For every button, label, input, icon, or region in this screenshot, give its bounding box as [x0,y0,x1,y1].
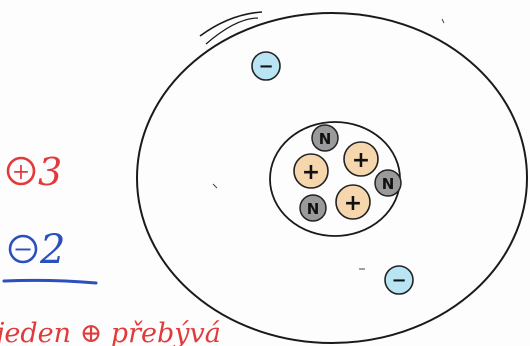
electron: − [385,266,413,294]
electron-shell [137,12,527,343]
nucleus: N N N + + + [270,122,401,236]
electron-underline [4,280,96,283]
pencil-mark [213,184,217,188]
proton-symbol-sign: + [12,160,30,185]
legend-protons: + 3 [8,150,62,194]
electron-count: 2 [39,227,65,273]
proton: + [336,185,370,219]
electron: − [252,52,280,80]
pencil-mark [442,19,444,23]
electron-label: − [391,270,406,291]
neutron-label: N [382,175,395,193]
proton-label: + [352,148,370,173]
neutron: N [375,170,401,196]
neutron: N [300,195,326,221]
proton-label: + [302,160,320,185]
shell-overstroke-2 [206,18,258,44]
proton: + [344,142,378,176]
neutron-label: N [307,200,320,218]
electron-symbol-sign: − [13,235,33,263]
neutron-label: N [319,130,332,148]
neutron: N [312,125,338,151]
proton: + [294,154,328,188]
electron-label: − [258,56,273,77]
legend-electrons: − 2 [4,227,96,283]
electron-shell-outline [137,13,527,343]
shell-overstroke [200,12,262,36]
proton-count: 3 [38,150,62,194]
excess-proton-note: jeden ⊕ přebývá [0,318,221,346]
proton-label: + [344,191,362,216]
